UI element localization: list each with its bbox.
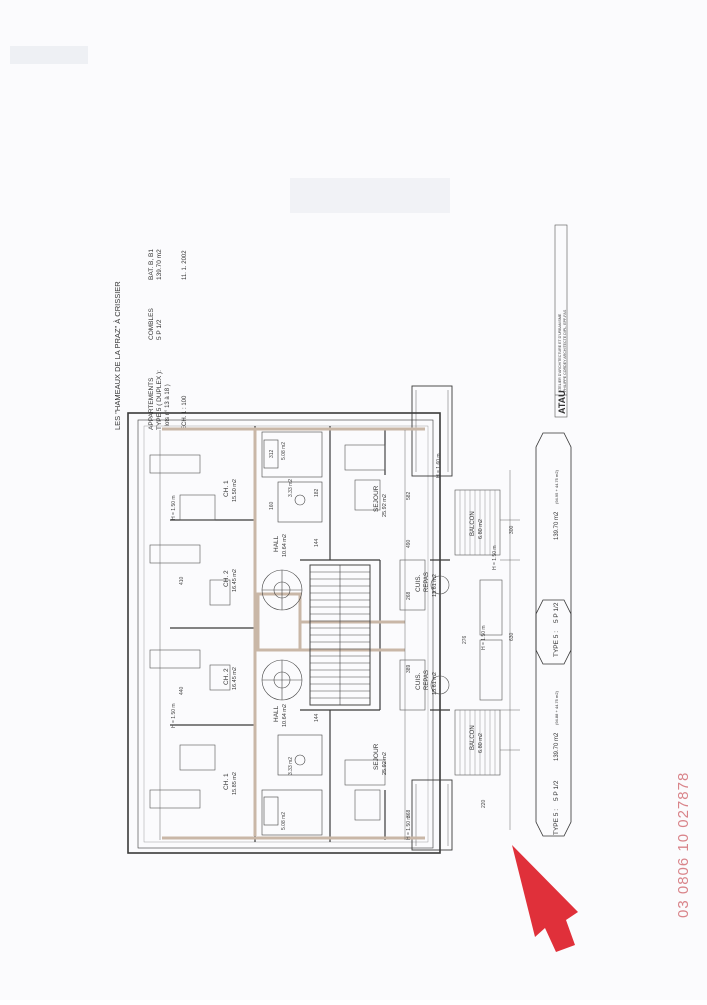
- title-block: LES "HAMEAUX DE LA PRAZ" À CRISSIER APPA…: [113, 249, 188, 430]
- room-name: BALCON: [470, 511, 476, 536]
- bathrooms: [261, 431, 323, 836]
- staircase: [261, 564, 371, 706]
- stamp-line-1: ATELIER D'ARCHITECTURE ET D'URBANISME: [558, 313, 562, 392]
- dim-text: 144: [314, 538, 320, 547]
- room-name: HALL: [273, 535, 280, 552]
- lots-label: ( lots n° 13 à 18 ): [165, 384, 171, 430]
- room-area: 15.85 m2: [232, 772, 238, 795]
- building-outline: [127, 385, 453, 854]
- balcony-hatching: [459, 490, 496, 775]
- svg-text:03 0806 10 027878: 03 0806 10 027878: [675, 772, 692, 918]
- room-area: 6.80 m2: [478, 519, 484, 539]
- dim-text: 630: [509, 632, 515, 641]
- room-name: CH. 1: [223, 480, 230, 497]
- banner-detail: (94.95 + 44.75 m2): [554, 469, 559, 504]
- room-area: 16.45 m2: [232, 569, 238, 592]
- dim-text: 3.33 m2: [288, 757, 294, 775]
- banner-code: 5 P 1/2: [553, 602, 560, 623]
- room-name: SEJOUR: [373, 485, 380, 512]
- room-area: 16.45 m2: [232, 667, 238, 690]
- type-code: 5 P 1/2: [156, 319, 163, 340]
- room-name: SEJOUR: [373, 743, 380, 770]
- banner-area: 139.70 m2: [554, 511, 560, 540]
- dim-text: H = 1.50 m: [171, 495, 177, 520]
- banner-type: TYPE 5 :: [553, 631, 560, 657]
- scan-smudge: [10, 46, 88, 64]
- furniture: [149, 444, 503, 821]
- stamp-logo: ATAU: [557, 390, 567, 414]
- stamp-line-2: PHILIPPE CORDEY ARCHITECTE DIPL. EPF-FAS: [563, 309, 567, 392]
- dim-text: 490: [406, 539, 412, 548]
- dim-text: 5.08 m2: [281, 812, 287, 830]
- building-label: BAT. B, B1: [148, 249, 155, 280]
- room-name: CUIS.: [415, 574, 422, 592]
- wall-insulation: [162, 427, 425, 840]
- dim-text: H = 1.50 m: [406, 815, 412, 840]
- dim-text: 410: [179, 576, 185, 585]
- dim-text: 300: [509, 525, 515, 534]
- banner-type: TYPE 5 :: [553, 809, 560, 835]
- type-label: TYPE 5 ( DUPLEX ):: [156, 370, 163, 430]
- room-area: 25.92 m2: [382, 494, 388, 517]
- floor-label: COMBLES: [148, 308, 155, 340]
- dim-text: 389: [406, 664, 412, 673]
- dim-text: H = 1.50 m: [481, 625, 487, 650]
- room-name: BALCON: [470, 725, 476, 750]
- dim-text: 268: [406, 591, 412, 600]
- room-name: CH. 2: [223, 570, 230, 587]
- room-area: 15.50 m2: [232, 479, 238, 502]
- banner-area: 139.70 m2: [554, 732, 560, 761]
- dim-text: 582: [406, 491, 412, 500]
- architect-stamp: ATAU ATELIER D'ARCHITECTURE ET D'URBANIS…: [554, 224, 568, 418]
- dim-text: 368: [406, 809, 412, 818]
- dim-text: 312: [269, 449, 275, 458]
- red-arrow-icon: [512, 845, 578, 952]
- scan-id: 03 0806 10 027878: [675, 772, 692, 918]
- room-subname: REPAS: [424, 572, 430, 592]
- scan-smudge: [290, 178, 450, 213]
- room-name: CH. 1: [223, 773, 230, 790]
- room-area: 10.64 m2: [282, 534, 288, 557]
- room-labels: CH. 1 15.50 m2 CH. 2 16.45 m2 CH. 2 16.4…: [223, 479, 484, 795]
- dimension-labels: 312 160 3.33 m2 182 582 144 410 268 490 …: [171, 442, 515, 840]
- room-name: CUIS.: [415, 672, 422, 690]
- dim-text: 276: [462, 635, 468, 644]
- dim-text: H = 1.50 m: [492, 545, 498, 570]
- dim-text: 182: [314, 488, 320, 497]
- area-label: 139.70 m2: [156, 249, 163, 280]
- room-area: 13.61 m2: [432, 672, 438, 695]
- type-banner: TYPE 5 : 5 P 1/2 139.70 m2 (94.88 + 44.7…: [535, 432, 572, 837]
- room-name: HALL: [273, 705, 280, 722]
- dim-text: 220: [481, 799, 487, 808]
- room-area: 13.61 m2: [432, 574, 438, 597]
- dimension-lines: [159, 430, 520, 840]
- dim-text: 5.08 m2: [281, 442, 287, 460]
- room-subname: REPAS: [424, 670, 430, 690]
- dim-text: 160: [269, 501, 275, 510]
- dim-text: H = 1.50 m: [171, 703, 177, 728]
- dim-text: 3.33 m2: [288, 479, 294, 497]
- room-area: 10.64 m2: [282, 704, 288, 727]
- room-area: 25.92 m2: [382, 752, 388, 775]
- banner-detail: (94.88 + 44.75 m2): [554, 690, 559, 725]
- banner-code: 5 P 1/2: [553, 780, 560, 801]
- apartments-label: APPARTEMENTS: [148, 377, 155, 430]
- dim-text: H = 1.60 m: [436, 453, 442, 478]
- date-label: 11. 1. 2002: [182, 250, 188, 280]
- room-name: CH. 2: [223, 668, 230, 685]
- dim-text: 144: [314, 713, 320, 722]
- dim-text: 440: [179, 686, 185, 695]
- project-title: LES "HAMEAUX DE LA PRAZ" À CRISSIER: [113, 281, 122, 430]
- room-area: 6.80 m2: [478, 733, 484, 753]
